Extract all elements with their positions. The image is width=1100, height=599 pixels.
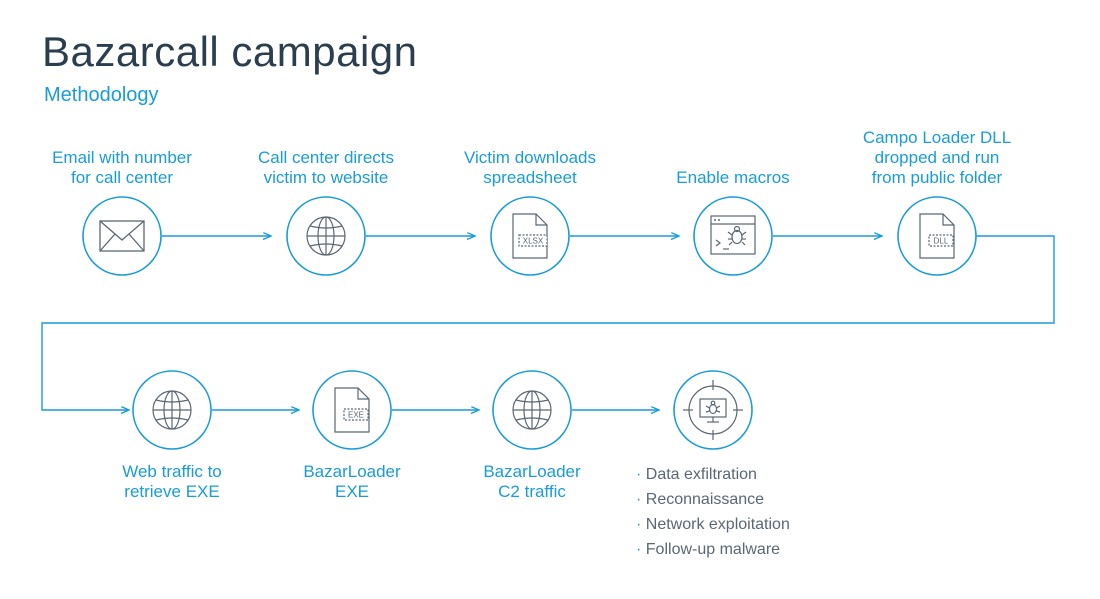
step-9-node bbox=[673, 370, 753, 450]
outcome-item: Data exfiltration bbox=[636, 462, 790, 487]
step-5-label: Campo Loader DLL dropped and run from pu… bbox=[862, 128, 1012, 187]
step-2-node bbox=[286, 196, 366, 276]
step-1-node bbox=[82, 196, 162, 276]
step-4-node bbox=[693, 196, 773, 276]
step-7-label: BazarLoader EXE bbox=[303, 462, 401, 501]
step-8-label: BazarLoader C2 traffic bbox=[483, 462, 581, 501]
step-6-label: Web traffic to retrieve EXE bbox=[122, 462, 222, 501]
xlsx-file-icon: XLSX bbox=[512, 213, 548, 259]
step-4-circle bbox=[693, 196, 773, 276]
step-3-label: Victim downloads spreadsheet bbox=[464, 148, 596, 187]
step-8-node bbox=[492, 370, 572, 450]
dll-file-icon: DLL bbox=[919, 213, 955, 259]
envelope-icon bbox=[99, 220, 145, 252]
step-1-label: Email with number for call center bbox=[52, 148, 192, 187]
outcome-item: Network exploitation bbox=[636, 512, 790, 537]
step-5-node: DLL bbox=[897, 196, 977, 276]
step-7-node: EXE bbox=[312, 370, 392, 450]
outcome-list: Data exfiltration Reconnaissance Network… bbox=[636, 462, 790, 562]
bug-icon bbox=[727, 225, 747, 246]
page-title: Bazarcall campaign bbox=[42, 28, 418, 75]
macro-bug-window-icon bbox=[710, 215, 756, 255]
bug-icon bbox=[705, 400, 721, 415]
wrap-connector bbox=[41, 235, 1055, 410]
dll-file-tag: DLL bbox=[934, 237, 949, 246]
step-2-label: Call center directs victim to website bbox=[257, 148, 395, 187]
step-1-circle bbox=[82, 196, 162, 276]
globe-icon bbox=[512, 390, 552, 430]
page-subtitle: Methodology bbox=[44, 84, 159, 106]
step-3-node: XLSX bbox=[490, 196, 570, 276]
globe-icon bbox=[152, 390, 192, 430]
globe-icon bbox=[306, 216, 346, 256]
outcome-item: Reconnaissance bbox=[636, 487, 790, 512]
exe-file-icon: EXE bbox=[334, 387, 370, 433]
outcome-item: Follow-up malware bbox=[636, 537, 790, 562]
exe-file-tag: EXE bbox=[348, 411, 364, 420]
step-6-node bbox=[132, 370, 212, 450]
step-4-label: Enable macros bbox=[676, 168, 790, 187]
target-monitor-bug-icon bbox=[683, 380, 743, 440]
xlsx-file-tag: XLSX bbox=[523, 237, 544, 246]
